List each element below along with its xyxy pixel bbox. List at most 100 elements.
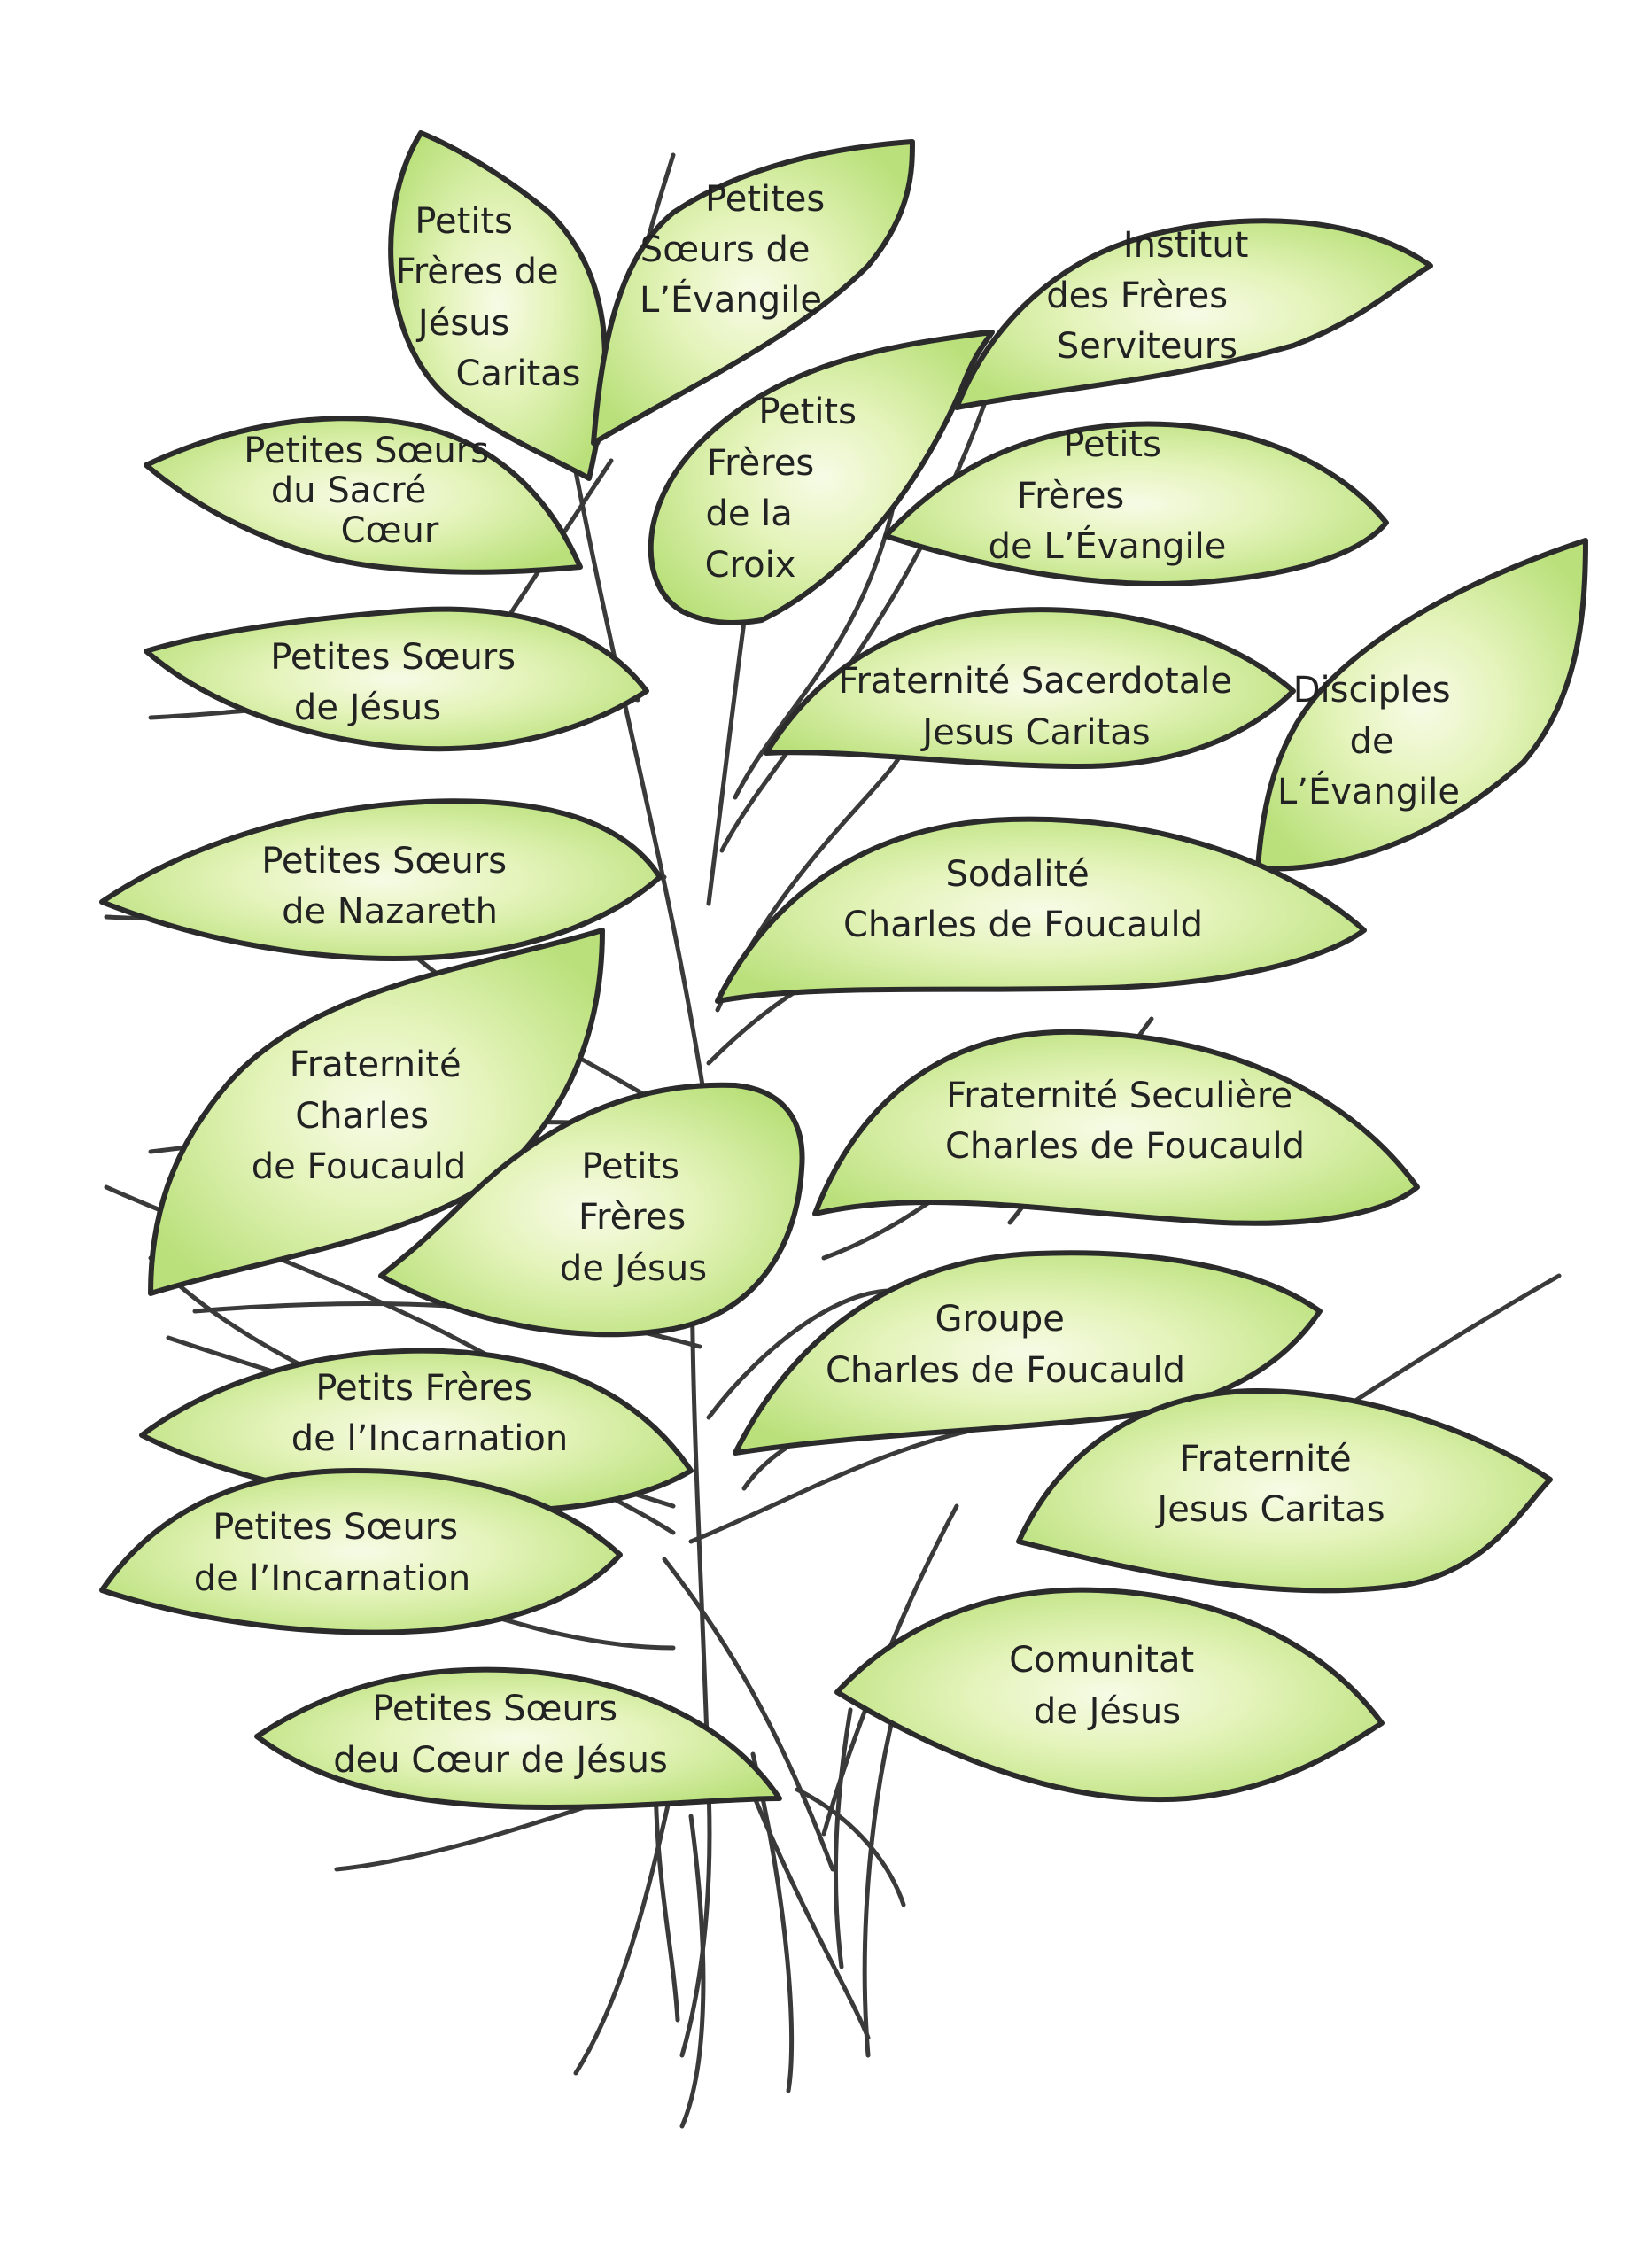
leaf-fraternite-jesus-caritas: Fraternité Jesus Caritas [1016, 1388, 1553, 1594]
label-line: Petites Sœurs [244, 431, 489, 471]
label-line: Fraternité [1180, 1439, 1352, 1480]
label-line: deu Cœur de Jésus [333, 1740, 668, 1781]
label-line: Sœurs de [640, 229, 811, 270]
leaf-shape [834, 1587, 1385, 1803]
leaf-shape [812, 1029, 1420, 1226]
root [795, 1787, 906, 1907]
label-line: Petits [758, 392, 857, 432]
leaf-label-petits-freres-de-la-croix: Petits Frères de la Croix [705, 392, 868, 586]
label-line: de Nazareth [282, 891, 498, 932]
leaf-label-petites-soeurs-de-nazareth: Petites Sœurs de Nazareth [261, 841, 518, 932]
leaf-label-petits-freres-de-l-incarnation: Petits Frères de l’Incarnation [291, 1368, 568, 1459]
label-line: Frères de [396, 252, 559, 292]
label-line: Petites Sœurs [270, 637, 516, 678]
label-line: Charles de Foucauld [945, 1126, 1305, 1167]
root [862, 1707, 897, 2058]
leaf-label-fraternite-jesus-caritas: Fraternité Jesus Caritas [1154, 1439, 1385, 1530]
label-line: de Jésus [294, 687, 441, 728]
leaf-petits-freres-de-jesus-caritas: Petits Frères de Jésus Caritas [388, 130, 609, 481]
leaf-shape [144, 606, 649, 752]
label-line: Fraternité [290, 1045, 462, 1085]
root [653, 1769, 680, 2023]
leaf-disciples-de-l-evangile: Disciples de L’Évangile [1255, 538, 1588, 872]
label-line: de [1350, 721, 1394, 762]
label-line: de l’Incarnation [291, 1418, 568, 1459]
leaf-shape [591, 139, 915, 446]
label-line: de Jésus [1034, 1691, 1181, 1732]
label-line: Jesus Caritas [919, 712, 1150, 753]
label-line: Petites Sœurs [261, 841, 507, 882]
leaf-shape [764, 607, 1296, 769]
leaf-shape [148, 928, 605, 1296]
leaf-label-institut-des-freres-serviteurs: Institut des Frères Serviteurs [1046, 225, 1260, 367]
stem [733, 498, 897, 800]
root [679, 1814, 706, 2129]
leaf-shape [388, 130, 609, 481]
leaf-shape [378, 1082, 805, 1338]
stem [662, 1557, 835, 1872]
label-line: de l’Incarnation [194, 1558, 470, 1599]
leaf-shape [648, 330, 995, 625]
leaf-label-petites-soeurs-deu-coeur-de-jesus: Petites Sœurs deu Cœur de Jésus [333, 1689, 668, 1781]
leaf-shape [144, 416, 583, 575]
label-line: Petits [581, 1146, 679, 1187]
label-line: Frères [1017, 476, 1124, 517]
label-line: Petites Sœurs [213, 1507, 458, 1548]
label-line: Groupe [935, 1299, 1064, 1340]
leaf-shape [254, 1666, 782, 1810]
root [833, 1707, 853, 1969]
label-line: Charles [295, 1096, 429, 1137]
label-line: Jesus Caritas [1154, 1489, 1385, 1530]
label-line: Cœur [341, 510, 439, 551]
leaf-shape [954, 218, 1433, 410]
leaf-comunitat-de-jesus: Comunitat de Jésus [834, 1587, 1385, 1803]
leaf-label-sodalite-charles-de-foucauld: Sodalité Charles de Foucauld [843, 854, 1203, 945]
leaf-petites-soeurs-de-jesus: Petites Sœurs de Jésus [144, 606, 649, 752]
label-line: Charles de Foucauld [826, 1350, 1185, 1391]
leaf-label-petites-soeurs-du-sacre-coeur: Petites Sœurs du Sacré Cœur [244, 431, 500, 551]
label-line: Petites Sœurs [372, 1689, 617, 1729]
leaf-shape [1016, 1388, 1553, 1594]
leaf-petites-soeurs-de-l-incarnation: Petites Sœurs de l’Incarnation [99, 1468, 623, 1635]
label-line: de Jésus [560, 1248, 707, 1289]
leaf-fraternite-seculiere-charles-de-foucauld: Fraternité Seculière Charles de Foucauld [812, 1029, 1420, 1226]
stem [688, 1424, 995, 1544]
leaf-label-comunitat-de-jesus: Comunitat de Jésus [1009, 1640, 1206, 1732]
leaf-shape [883, 421, 1389, 586]
leaf-shape [99, 1468, 623, 1635]
leaf-fraternite-charles-de-foucauld: Fraternité Charles de Foucauld [148, 928, 605, 1296]
label-line: Jésus [415, 303, 509, 344]
label-line: Fraternité Seculière [946, 1076, 1292, 1116]
leaf-label-petites-soeurs-de-jesus: Petites Sœurs de Jésus [270, 637, 527, 728]
label-line: Frères [578, 1197, 686, 1238]
leaf-petites-soeurs-du-sacre-coeur: Petites Sœurs du Sacré Cœur [144, 416, 583, 575]
leaf-sodalite-charles-de-foucauld: Sodalité Charles de Foucauld [715, 816, 1367, 1004]
leaf-fraternite-sacerdotale-jesus-caritas: Fraternité Sacerdotale Jesus Caritas [764, 607, 1296, 769]
label-line: Sodalité [945, 854, 1089, 895]
label-line: Caritas [455, 353, 580, 394]
leaf-petites-soeurs-deu-coeur-de-jesus: Petites Sœurs deu Cœur de Jésus [254, 1666, 782, 1810]
root [741, 1769, 871, 2040]
label-line: L’Évangile [640, 278, 822, 321]
stem [564, 423, 711, 1128]
leaf-petites-soeurs-de-nazareth: Petites Sœurs de Nazareth [99, 798, 663, 961]
leaf-label-petites-soeurs-de-l-evangile: Petites Sœurs de L’Évangile [640, 179, 836, 321]
leaf-label-petits-freres-de-jesus: Petits Frères de Jésus [560, 1146, 707, 1289]
label-line: Petites [705, 179, 825, 220]
leaf-shape [715, 816, 1367, 1004]
leaf-petits-freres-de-l-incarnation: Petits Frères de l’Incarnation [139, 1348, 694, 1514]
leaf-label-petites-soeurs-de-l-incarnation: Petites Sœurs de l’Incarnation [194, 1507, 470, 1599]
leaf-label-fraternite-charles-de-foucauld: Fraternité Charles de Foucauld [252, 1045, 473, 1187]
label-line: Petits [415, 201, 513, 242]
leaf-label-petits-freres-de-l-evangile: Petits Frères de L’Évangile [989, 424, 1227, 567]
root [750, 1751, 795, 2093]
leaf-petits-freres-de-la-croix: Petits Frères de la Croix [648, 330, 995, 625]
leaf-label-groupe-charles-de-foucauld: Groupe Charles de Foucauld [826, 1299, 1185, 1391]
leaf-label-petits-freres-de-jesus-caritas: Petits Frères de Jésus Caritas [396, 201, 581, 394]
label-line: Fraternité Sacerdotale [838, 661, 1232, 702]
label-line: Comunitat [1009, 1640, 1194, 1681]
leaf-shape [99, 798, 663, 961]
leaf-petits-freres-de-l-evangile: Petits Frères de L’Évangile [883, 421, 1389, 586]
